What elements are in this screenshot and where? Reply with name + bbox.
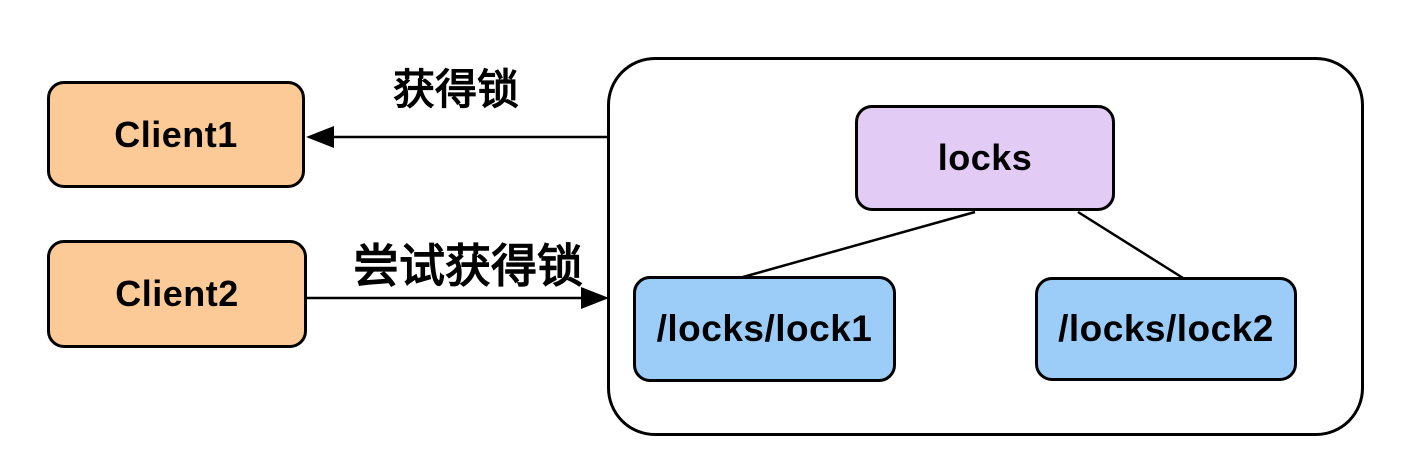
node-lock1: /locks/lock1 xyxy=(633,276,896,382)
node-lock1-label: /locks/lock1 xyxy=(656,308,873,349)
edge-label-acquire-lock: 获得锁 xyxy=(392,66,519,113)
zookeeper-group-box xyxy=(607,57,1364,436)
node-locks-root: locks xyxy=(855,105,1115,211)
arrowhead-left-icon xyxy=(306,126,334,148)
node-locks-root-label: locks xyxy=(937,137,1033,178)
node-client1-label: Client1 xyxy=(114,113,238,155)
arrowhead-right-icon xyxy=(581,287,609,309)
edge-label-try-acquire-lock: 尝试获得锁 xyxy=(353,240,583,292)
node-lock2-label: /locks/lock2 xyxy=(1058,308,1274,349)
node-client2: Client2 xyxy=(47,240,307,348)
node-lock2: /locks/lock2 xyxy=(1035,277,1297,381)
node-client2-label: Client2 xyxy=(115,273,239,314)
node-client1: Client1 xyxy=(47,81,305,188)
